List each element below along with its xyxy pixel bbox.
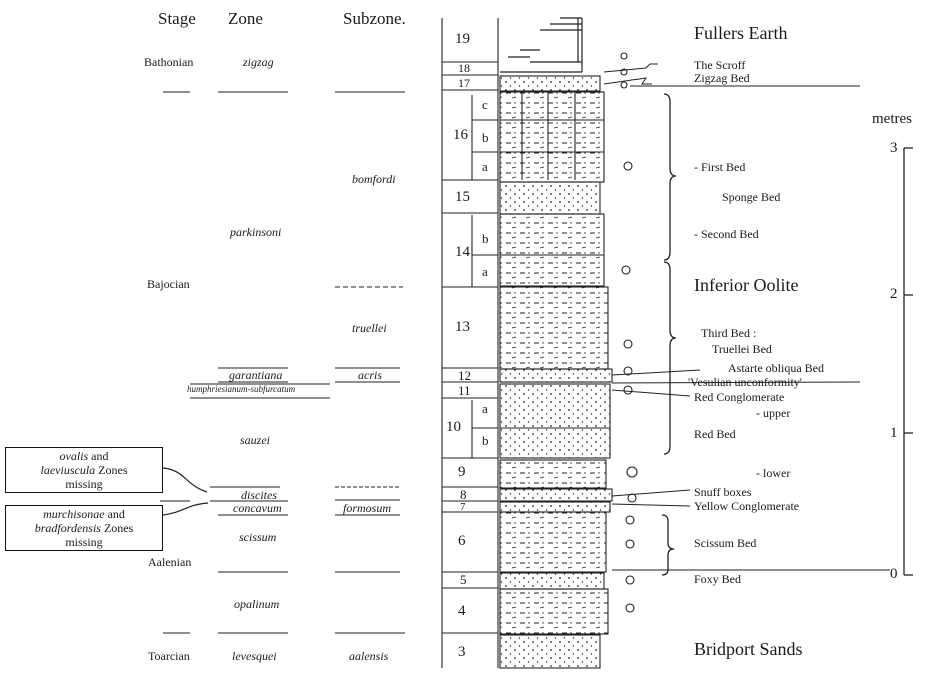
box1-missing: missing	[65, 477, 102, 491]
missing-zones-box-1: ovalis and laeviuscula Zones missing	[5, 447, 163, 493]
box1-and: and	[91, 449, 108, 463]
box1-zones: Zones	[98, 463, 127, 477]
lithology-log	[500, 76, 612, 668]
label-first-bed: - First Bed	[694, 161, 745, 173]
box2-missing: missing	[65, 535, 102, 549]
zone-garantiana: garantiana	[229, 369, 282, 381]
stage-toarcian: Toarcian	[148, 650, 190, 662]
box2-and: and	[108, 507, 125, 521]
label-sponge-bed: Sponge Bed	[722, 191, 780, 203]
bed-13: 13	[455, 320, 470, 335]
bed-16a: a	[482, 160, 488, 173]
bed-7: 7	[460, 502, 466, 513]
bed-6: 6	[458, 534, 466, 549]
braces	[662, 94, 676, 575]
zone-humphriesianum: humphriesianum-subfurcatum	[187, 385, 295, 394]
formation-bridport-sands: Bridport Sands	[694, 640, 803, 658]
formation-inferior-oolite: Inferior Oolite	[694, 276, 798, 294]
scale-bar	[904, 148, 913, 575]
bed-3: 3	[458, 645, 466, 660]
subzone-aalensis: aalensis	[349, 650, 388, 662]
bed-16: 16	[453, 128, 468, 143]
bed-5: 5	[460, 573, 467, 586]
label-upper: - upper	[756, 407, 790, 419]
ammonite-symbols	[621, 53, 637, 612]
label-red-bed: Red Bed	[694, 428, 736, 440]
bed-15: 15	[455, 190, 470, 205]
zone-opalinum: opalinum	[234, 598, 279, 610]
label-vesulian-unconformity: 'Vesulian unconformity'	[688, 376, 802, 388]
bed-17: 17	[458, 77, 470, 89]
subzone-truellei: truellei	[352, 322, 387, 334]
scale-tick-0: 0	[890, 567, 898, 582]
box-arrows	[163, 468, 208, 515]
scale-unit: metres	[872, 112, 912, 127]
label-yellow-conglomerate: Yellow Conglomerate	[694, 500, 799, 512]
bed-19: 19	[455, 32, 470, 47]
label-second-bed: - Second Bed	[694, 228, 759, 240]
box2-bradfordensis: bradfordensis	[35, 521, 101, 535]
box1-laeviuscula: laeviuscula	[41, 463, 96, 477]
bed-10a: a	[482, 402, 488, 415]
bed-9: 9	[458, 465, 466, 480]
stage-aalenian: Aalenian	[148, 556, 191, 568]
bed-14a: a	[482, 265, 488, 278]
label-third-bed: Third Bed :	[701, 327, 756, 339]
formation-fullers-earth: Fullers Earth	[694, 24, 787, 42]
scale-tick-2: 2	[890, 287, 898, 302]
box1-ovalis: ovalis	[60, 449, 89, 463]
label-snuff-boxes: Snuff boxes	[694, 486, 751, 498]
clay-laminae	[500, 18, 582, 72]
subzone-bomfordi: bomfordi	[352, 173, 396, 185]
zone-header: Zone	[228, 10, 263, 27]
label-truellei-bed: Truellei Bed	[712, 343, 772, 355]
box2-murchisonae: murchisonae	[43, 507, 105, 521]
bed-14: 14	[455, 245, 470, 260]
zone-sauzei: sauzei	[240, 434, 270, 446]
subzone-formosum: formosum	[343, 502, 391, 514]
subzone-header: Subzone.	[343, 10, 406, 27]
box2-zones: Zones	[104, 521, 133, 535]
label-the-scroff: The Scroff	[694, 59, 745, 71]
zone-parkinsoni: parkinsoni	[230, 226, 281, 238]
bed-11: 11	[458, 384, 471, 397]
bed-16b: b	[482, 131, 489, 144]
zone-scissum: scissum	[239, 531, 276, 543]
stage-bajocian: Bajocian	[147, 278, 190, 290]
bed-4: 4	[458, 604, 466, 619]
scale-tick-3: 3	[890, 141, 898, 156]
subzone-acris: acris	[358, 369, 382, 381]
missing-zones-box-2: murchisonae and bradfordensis Zones miss…	[5, 505, 163, 551]
bed-14b: b	[482, 232, 489, 245]
bed-18: 18	[458, 62, 470, 74]
bed-12: 12	[458, 369, 471, 382]
label-astarte-obliqua-bed: Astarte obliqua Bed	[728, 362, 824, 374]
stage-bathonian: Bathonian	[144, 56, 193, 68]
label-zigzag-bed: Zigzag Bed	[694, 72, 750, 84]
label-scissum-bed: Scissum Bed	[694, 537, 756, 549]
zone-zigzag: zigzag	[243, 56, 274, 68]
label-foxy-bed: Foxy Bed	[694, 573, 741, 585]
bed-16c: c	[482, 98, 488, 111]
bed-column	[442, 18, 498, 668]
bed-10: 10	[446, 420, 461, 435]
zone-concavum: concavum	[233, 502, 282, 514]
bed-8: 8	[460, 488, 467, 501]
stage-header: Stage	[158, 10, 196, 27]
zone-levesquei: levesquei	[232, 650, 277, 662]
bed-10b: b	[482, 434, 489, 447]
label-lower: - lower	[756, 467, 790, 479]
zone-discites: discites	[241, 489, 277, 501]
label-red-conglomerate: Red Conglomerate	[694, 391, 784, 403]
scale-tick-1: 1	[890, 426, 898, 441]
